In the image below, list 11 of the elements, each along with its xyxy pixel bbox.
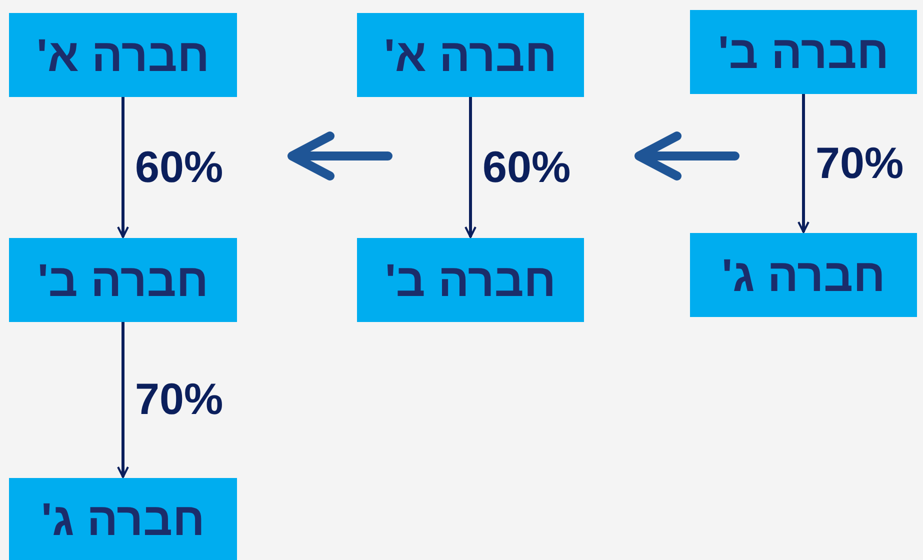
company-box: חברה ב' [357,238,584,322]
company-box: חברה ב' [690,10,917,94]
company-box: חברה ב' [9,238,237,322]
company-box: חברה ג' [9,478,237,560]
company-box: חברה א' [9,13,237,97]
arrow [464,97,476,238]
arrow [798,94,810,233]
arrow [117,97,129,238]
company-box: חברה א' [357,13,584,97]
company-box: חברה ג' [690,233,917,317]
arrow [117,322,129,478]
